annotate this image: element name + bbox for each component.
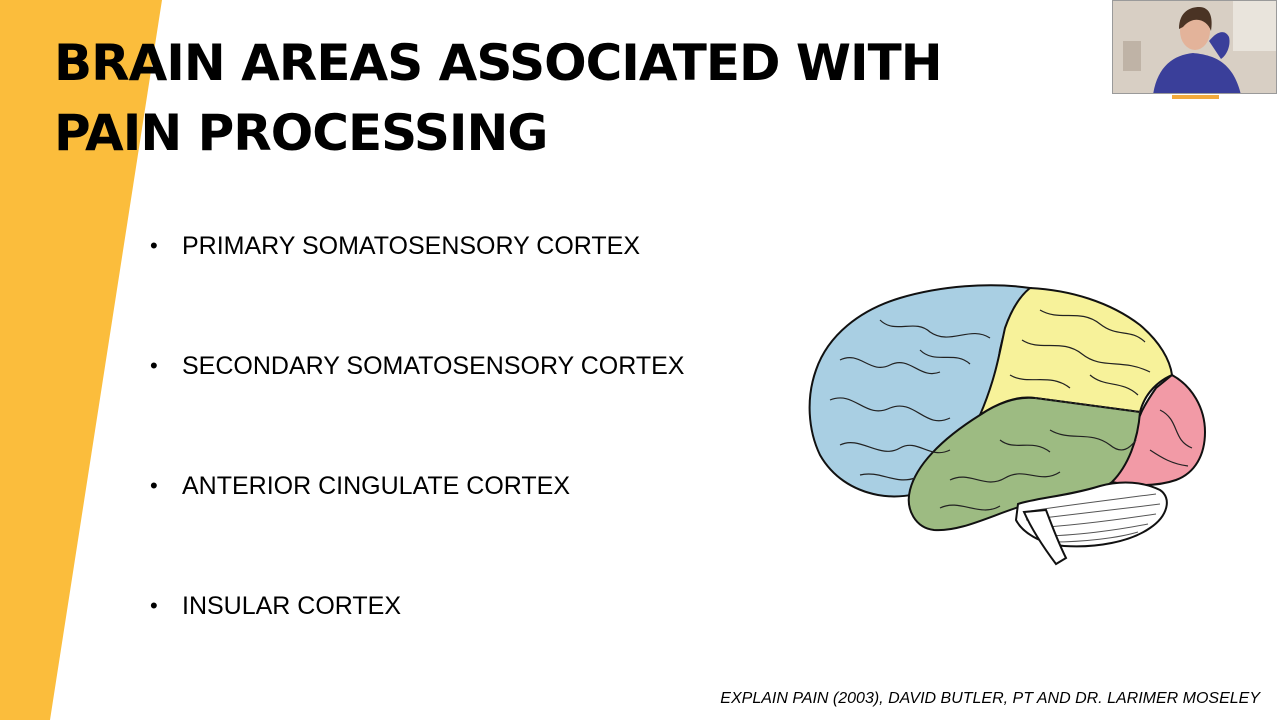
accent-band-shape [0,0,162,720]
title-line-2: PAIN PROCESSING [54,104,548,162]
bullet-list: PRIMARY SOMATOSENSORY CORTEX SECONDARY S… [150,224,684,704]
bullet-secondary-somatosensory: SECONDARY SOMATOSENSORY CORTEX [150,344,684,388]
webcam-window [1233,1,1276,51]
presenter-webcam-thumbnail [1112,0,1277,94]
webcam-arm [1209,32,1230,59]
webcam-lamp [1123,41,1141,71]
bullet-insular: INSULAR CORTEX [150,584,684,628]
gyri-lines [829,309,1193,511]
webcam-person-illustration [1113,1,1276,93]
brain-stem [1022,508,1068,566]
bullet-anterior-cingulate: ANTERIOR CINGULATE CORTEX [150,464,684,508]
title-line-1: BRAIN AREAS ASSOCIATED WITH [54,34,943,92]
slide-title: BRAIN AREAS ASSOCIATED WITH PAIN PROCESS… [54,28,943,168]
brain-lobes-illustration [808,284,1207,566]
citation-text: EXPLAIN PAIN (2003), DAVID BUTLER, PT AN… [720,690,1260,707]
webcam-active-indicator [1172,95,1219,99]
webcam-body [1153,53,1241,93]
webcam-hair [1179,7,1212,31]
bullet-primary-somatosensory: PRIMARY SOMATOSENSORY CORTEX [150,224,684,268]
